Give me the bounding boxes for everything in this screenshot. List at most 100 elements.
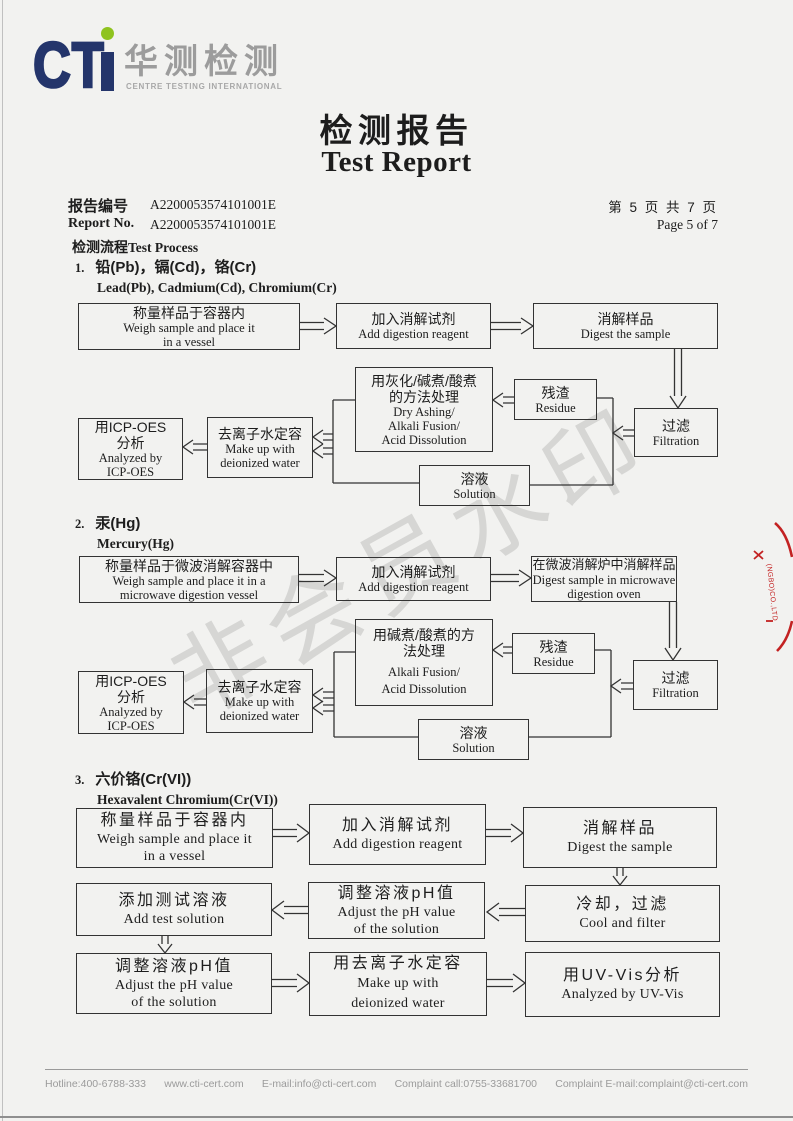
stamp-text: (NGBO)CO.,LTD [765,563,778,621]
flow-box-s1-filtration: 过滤 Filtration [634,408,718,457]
arrow-s1-filtration-out [611,425,634,441]
section-3-title-en: Hexavalent Chromium(Cr(VI)) [97,792,278,807]
flow-box-s1-analyze-cn: 用ICP-OES 分析 [94,419,167,451]
flow-box-s3-uv: 用UV-Vis分析 Analyzed by UV-Vis [525,952,720,1017]
report-no-label-en: Report No. [68,216,135,231]
flow-box-s3-weigh: 称量样品于容器内 Weigh sample and place it in a … [76,808,273,868]
flow-box-s3-makeup-en: Make up with deionized water [351,976,445,1011]
flow-box-s3-adjustph2-en: Adjust the pH value of the solution [114,977,234,1010]
flow-box-s2-analyze-cn: 用ICP-OES 分析 [95,672,167,705]
flow-box-s2-digest-cn: 在微波消解炉中消解样品 [532,557,676,572]
flow-box-s3-addtest-en: Add test solution [123,912,225,927]
arrow-s2-digest-to-filtration [664,602,682,662]
flow-box-s1-makeup-cn: 去离子水定容 [218,425,302,442]
flow-box-s2-reagent-en: Add digestion reagent [358,580,469,594]
flow-box-s1-digest-en: Digest the sample [580,327,671,341]
flow-box-s2-makeup-en: Make up with deionized water [219,695,300,723]
footer: Hotline:400-6788-333 www.cti-cert.com E-… [45,1078,748,1090]
footer-complaint-call: Complaint call:0755-33681700 [394,1078,537,1090]
flow-box-s2-reagent-cn: 加入消解试剂 [371,564,456,580]
arrow-s3-adjust-to-addtest [270,900,308,920]
arrow-s1-digest-to-filtration [669,349,687,410]
flow-box-s1-makeup-en: Make up with deionized water [220,441,300,470]
flow-box-s2-treat-en: Alkali Fusion/ Acid Dissolution [381,665,467,696]
stamp-arc-top [774,522,793,558]
flow-box-s1-digest-cn: 消解样品 [597,311,654,327]
flow-box-s3-uv-en: Analyzed by UV-Vis [561,987,684,1002]
flow-box-s3-makeup: 用去离子水定容 Make up with deionized water [309,952,487,1016]
section-2-heading: 2.汞(Hg) [75,512,140,533]
flow-box-s3-weigh-en: Weigh sample and place it in a vessel [97,832,252,864]
stamp-mark [753,550,764,560]
flow-box-s2-residue-en: Residue [533,654,574,669]
flow-box-s2-analyze-en: Analyzed by ICP-OES [99,704,163,733]
flow-box-s1-analyze-en: Analyzed by ICP-OES [98,451,163,479]
flow-box-s2-filtration: 过滤 Filtration [633,660,718,710]
arrow-s2-into-makeup-2 [311,700,334,716]
flow-box-s1-residue: 残渣 Residue [514,379,597,420]
flow-box-s1-weigh-cn: 称量样品于容器内 [133,304,245,321]
arrow-s3-weigh-to-reagent [273,823,311,843]
flow-box-s1-residue-en: Residue [535,400,576,415]
flow-box-s3-adjustph1-en: Adjust the pH value of the solution [337,904,456,937]
flow-box-s2-weigh: 称量样品于微波消解容器中 Weigh sample and place it i… [79,556,299,603]
flow-box-s1-analyze: 用ICP-OES 分析 Analyzed by ICP-OES [78,418,183,480]
flow-box-s3-cool: 冷却，过滤 Cool and filter [525,885,720,942]
flow-box-s3-digest-cn: 消解样品 [582,820,657,837]
report-no-label-cn: 报告编号 [68,198,129,215]
arrow-s1-reagent-to-digest [491,317,535,335]
footer-website: www.cti-cert.com [164,1078,244,1090]
flow-box-s2-digest-en: Digest sample in microwave digestion ove… [532,573,676,601]
flow-box-s2-weigh-en: Weigh sample and place it in a microwave… [112,573,266,602]
flow-box-s1-residue-cn: 残渣 [541,384,570,401]
cti-logo: CT [32,29,105,101]
stamp-arc-bottom [776,620,793,652]
arrow-s3-addtest-to-adjust [157,936,173,955]
flow-box-s2-makeup: 去离子水定容 Make up with deionized water [206,669,313,733]
flow-box-s3-adjustph2-cn: 调整溶液pH值 [115,957,233,975]
scan-edge-left [2,0,3,1121]
footer-complaint-email: Complaint E-mail:complaint@cti-cert.com [555,1078,748,1090]
scan-edge-bottom [0,1116,793,1118]
flow-box-s2-analyze: 用ICP-OES 分析 Analyzed by ICP-OES [78,671,184,734]
report-title-cn: 检测报告 [319,112,474,149]
section-2-title-cn: 汞(Hg) [95,515,141,532]
flow-box-s1-treat: 用灰化/碱煮/酸煮 的方法处理 Dry Ashing/ Alkali Fusio… [355,367,493,452]
section-1-number: 1. [75,261,85,275]
arrow-s2-into-makeup-1 [311,687,334,703]
flow-box-s1-treat-cn: 用灰化/碱煮/酸煮 的方法处理 [371,372,477,405]
flow-box-s2-solution: 溶液 Solution [418,719,529,760]
flow-box-s1-reagent-cn: 加入消解试剂 [371,311,456,327]
flow-box-s3-uv-cn: 用UV-Vis分析 [562,967,683,984]
flow-box-s3-adjustph1: 调整溶液pH值 Adjust the pH value of the solut… [308,882,485,939]
flow-box-s3-reagent: 加入消解试剂 Add digestion reagent [309,804,486,865]
line-s1-branch-right [530,397,614,486]
line-s2-branch-left [333,651,418,738]
line-s2-branch-right [529,649,612,738]
process-heading: 检测流程Test Process [72,237,198,257]
flow-box-s1-solution-en: Solution [453,486,496,501]
flow-box-s1-reagent: 加入消解试剂 Add digestion reagent [336,303,491,349]
section-3-title-cn: 六价铬(Cr(VI)) [95,771,192,788]
arrow-s1-weigh-to-reagent [300,317,338,335]
footer-divider [45,1069,748,1070]
flow-box-s1-weigh-en: Weigh sample and place it in a vessel [123,320,255,349]
arrow-s1-residue-to-treat [491,392,514,408]
flow-box-s1-solution: 溶液 Solution [419,465,530,506]
flow-box-s2-treat: 用碱煮/酸煮的方 法处理 Alkali Fusion/ Acid Dissolu… [355,619,493,706]
arrow-s2-residue-to-treat [491,642,512,658]
flow-box-s2-digest: 在微波消解炉中消解样品 Digest sample in microwave d… [531,556,677,602]
page-number-en: Page 5 of 7 [656,217,718,232]
line-s1-branch-left [332,399,419,484]
process-heading-en: Test Process [128,240,199,255]
section-2-title-en: Mercury(Hg) [97,536,174,551]
flow-box-s3-addtest-cn: 添加测试溶液 [118,892,230,909]
arrow-s1-into-makeup-1 [311,429,333,445]
arrow-s3-adjust2-to-makeup [272,973,311,993]
flow-box-s2-makeup-cn: 去离子水定容 [217,679,302,695]
flow-box-s2-treat-cn: 用碱煮/酸煮的方 法处理 [373,627,475,659]
cti-logo-i-bar [101,52,114,91]
arrow-s1-makeup-to-analyze [181,439,207,455]
flow-box-s3-cool-en: Cool and filter [579,916,666,931]
